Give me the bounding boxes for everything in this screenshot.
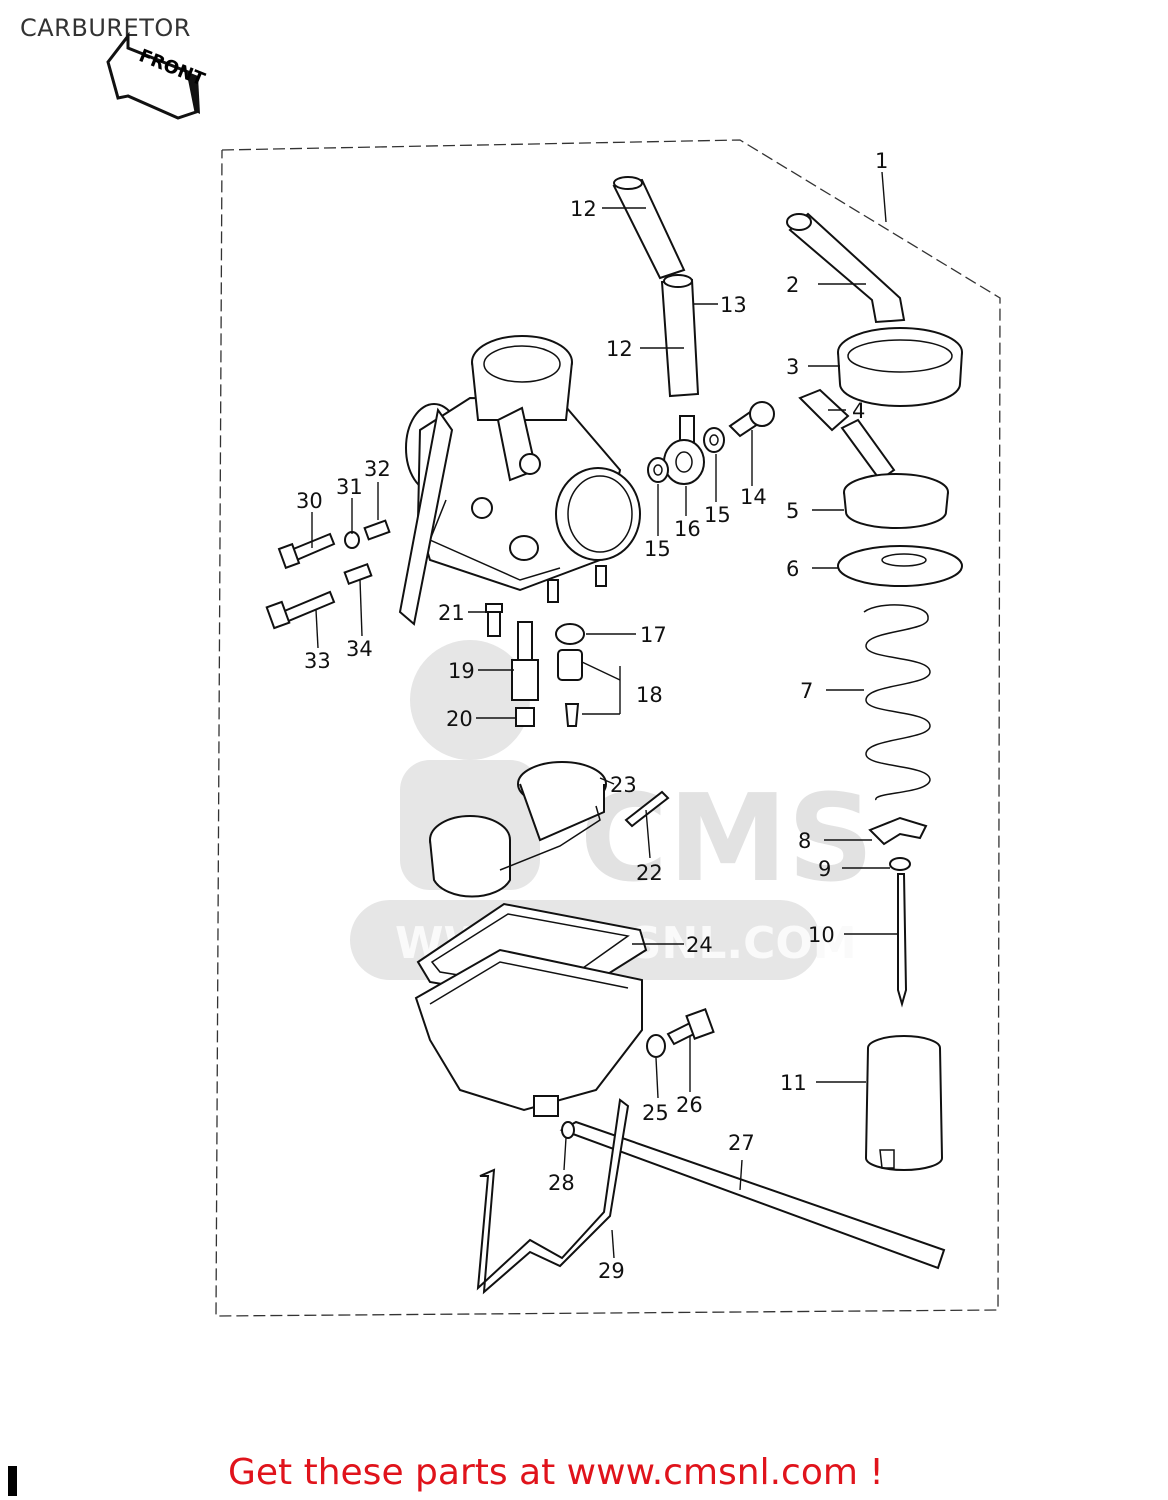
callout-27: 27 [728,1131,755,1155]
vent-tube-lower [660,274,700,398]
callout-10: 10 [808,923,835,947]
needle-jet-19 [511,621,539,701]
callout-17: 17 [640,623,667,647]
callout-16: 16 [674,517,701,541]
vent-tube-upper [612,176,686,280]
page-title: CARBURETOR [20,14,191,42]
callout-9: 9 [818,857,831,881]
callout-24: 24 [686,933,713,957]
callout-1: 1 [875,149,888,173]
washer-31 [344,531,360,549]
callout-4: 4 [852,399,865,423]
throttle-valve-spring [863,604,931,801]
top-cap-ring [837,327,963,407]
float-bowl [414,948,643,1117]
callout-5: 5 [786,499,799,523]
callout-14: 14 [740,485,767,509]
hose-clip [561,1121,575,1139]
callout-15-right: 15 [704,503,731,527]
throttle-stop-screw [265,590,336,630]
callout-21: 21 [438,601,465,625]
banjo-bolt [728,401,775,438]
main-jet-20 [515,707,535,727]
air-vent-elbow [786,212,906,324]
carburetor-body [398,335,641,626]
edge-marker [8,1466,17,1496]
spring-34 [343,562,373,586]
callout-34: 34 [346,637,373,661]
washer-15-right [703,427,725,453]
callout-30: 30 [296,489,323,513]
pilot-jet-21 [485,603,503,637]
jet-needle [897,873,908,1008]
callout-12-upper: 12 [570,197,597,221]
callout-19: 19 [448,659,475,683]
callout-29: 29 [598,1259,625,1283]
callout-12-lower: 12 [606,337,633,361]
needle-valve-18 [564,703,580,727]
washer-25 [646,1034,666,1058]
washer-15-left [647,457,669,483]
callout-25: 25 [642,1101,669,1125]
carburetor-exploded-diagram: FRONT CMS WWW.CMSNL.COM [106,31,1001,1317]
callout-31: 31 [336,475,363,499]
callout-6: 6 [786,557,799,581]
mixing-chamber-top [840,418,949,529]
callout-32: 32 [364,457,391,481]
float [429,761,607,898]
callout-11: 11 [780,1071,807,1095]
banjo-fitting [663,415,705,485]
callout-26: 26 [676,1093,703,1117]
needle-valve-seat-18 [557,649,583,681]
callout-23: 23 [610,773,637,797]
leader-lines [311,171,898,1259]
callout-22: 22 [636,861,663,885]
callout-33: 33 [304,649,331,673]
callout-15-left: 15 [644,537,671,561]
float-pin [624,790,670,828]
cable-adjuster [798,388,850,432]
wire-clamp [476,1098,630,1295]
drain-bolt [666,1008,715,1046]
callout-28: 28 [548,1171,575,1195]
callout-3: 3 [786,355,799,379]
spring-32 [363,519,391,541]
needle-clip [889,857,911,871]
assembly-border [215,139,1001,1317]
get-parts-link[interactable]: Get these parts at www.cmsnl.com ! [228,1452,884,1493]
callout-labels: 1 2 3 4 5 6 7 8 9 10 11 12 12 13 14 15 1… [296,149,888,1283]
callout-8: 8 [798,829,811,853]
front-arrow-sign: FRONT [106,31,208,120]
callout-20: 20 [446,707,473,731]
callout-7: 7 [800,679,813,703]
washer-17 [555,623,585,645]
throttle-valve [864,1035,944,1171]
needle-clip-plate [868,816,928,846]
callout-2: 2 [786,273,799,297]
pilot-air-screw [277,532,336,570]
cap-gasket [837,545,963,587]
callout-18: 18 [636,683,663,707]
callout-13: 13 [720,293,747,317]
